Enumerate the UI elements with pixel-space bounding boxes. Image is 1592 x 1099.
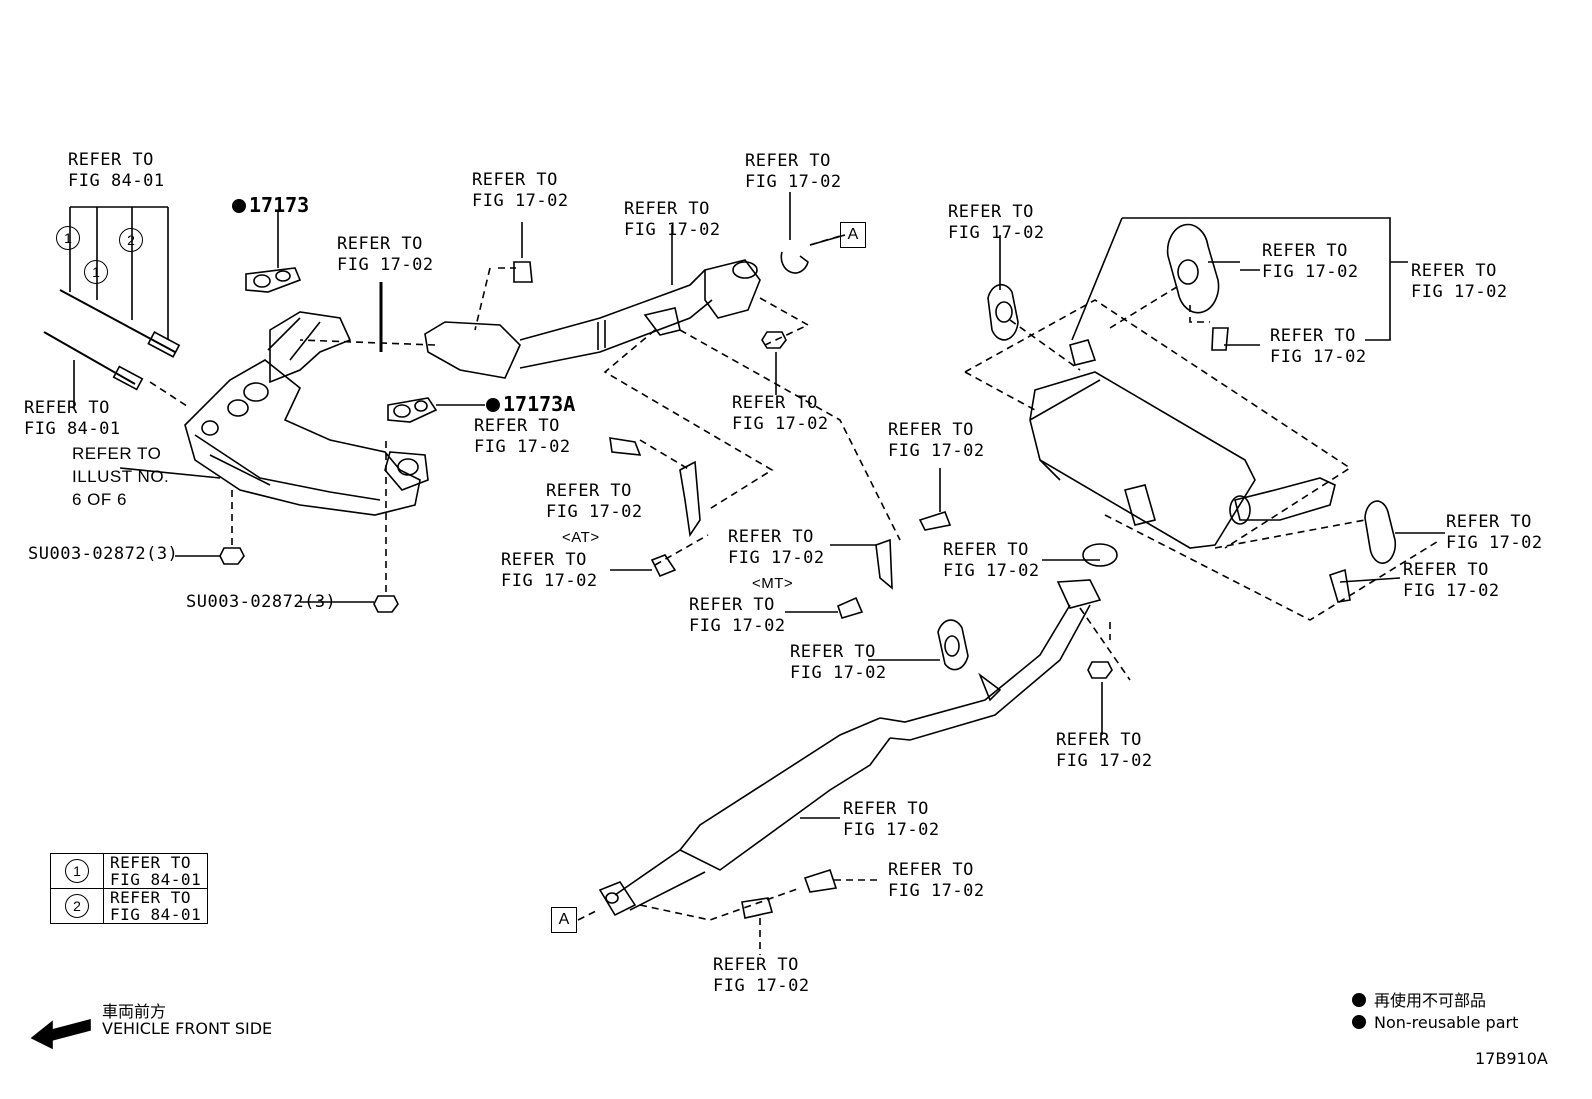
direction-jp: 車両前方	[102, 1002, 167, 1021]
label-su-nut-left: SU003-02872(3)	[28, 544, 179, 564]
part-17173a: 17173A	[486, 392, 575, 416]
stud-bottom	[741, 897, 774, 919]
center-pipe	[598, 579, 1102, 917]
bolt-mt-bottom	[837, 596, 864, 619]
bracket-at	[679, 460, 701, 538]
direction-en: VEHICLE FRONT SIDE	[102, 1019, 273, 1038]
rubber-hangers	[937, 223, 1397, 671]
nonreusable-en: Non-reusable part	[1352, 1013, 1518, 1032]
bolt-bottom-a	[803, 868, 838, 893]
label-variant-mt: <MT>	[752, 575, 794, 592]
gasket-17173	[245, 212, 302, 293]
bullet-icon	[1352, 993, 1366, 1007]
rear-ring-gasket	[1082, 543, 1118, 567]
part-17173: 17173	[232, 193, 309, 217]
front-ring-gasket	[780, 251, 809, 274]
front-arrow-icon	[30, 1018, 91, 1050]
bolt-at-top	[609, 437, 642, 456]
front-pipe	[424, 259, 761, 379]
center-nut	[1087, 661, 1113, 679]
label-variant-at: <AT>	[562, 529, 600, 546]
box-ref-a-bottom: A	[551, 907, 577, 933]
bolt-rear	[1329, 568, 1351, 603]
bolt-at-bottom	[650, 554, 677, 578]
callout-circle-1a: 1	[56, 226, 80, 250]
nonreusable-jp: 再使用不可部品	[1352, 987, 1486, 1011]
center-bolts	[474, 222, 810, 395]
exhaust-manifold	[184, 311, 429, 516]
manifold-nuts	[175, 440, 399, 613]
legend-symbol: 1	[65, 859, 89, 883]
figure-id: 17B910A	[1475, 1049, 1548, 1068]
box-ref-a-top: A	[840, 222, 866, 248]
callout-circle-2: 2	[119, 228, 143, 252]
callout-circle-1b: 1	[84, 260, 108, 284]
bracket-mt	[875, 538, 893, 590]
gasket-17173a	[387, 397, 485, 423]
bullet-icon	[1352, 1015, 1366, 1029]
assembly-guides	[149, 329, 901, 566]
label-su-nut-right: SU003-02872(3)	[186, 592, 337, 612]
legend-symbol: 2	[65, 894, 89, 918]
bolt-hanger	[1211, 327, 1229, 351]
rear-muffler	[1029, 339, 1336, 549]
bolt-mt-top	[918, 511, 952, 531]
